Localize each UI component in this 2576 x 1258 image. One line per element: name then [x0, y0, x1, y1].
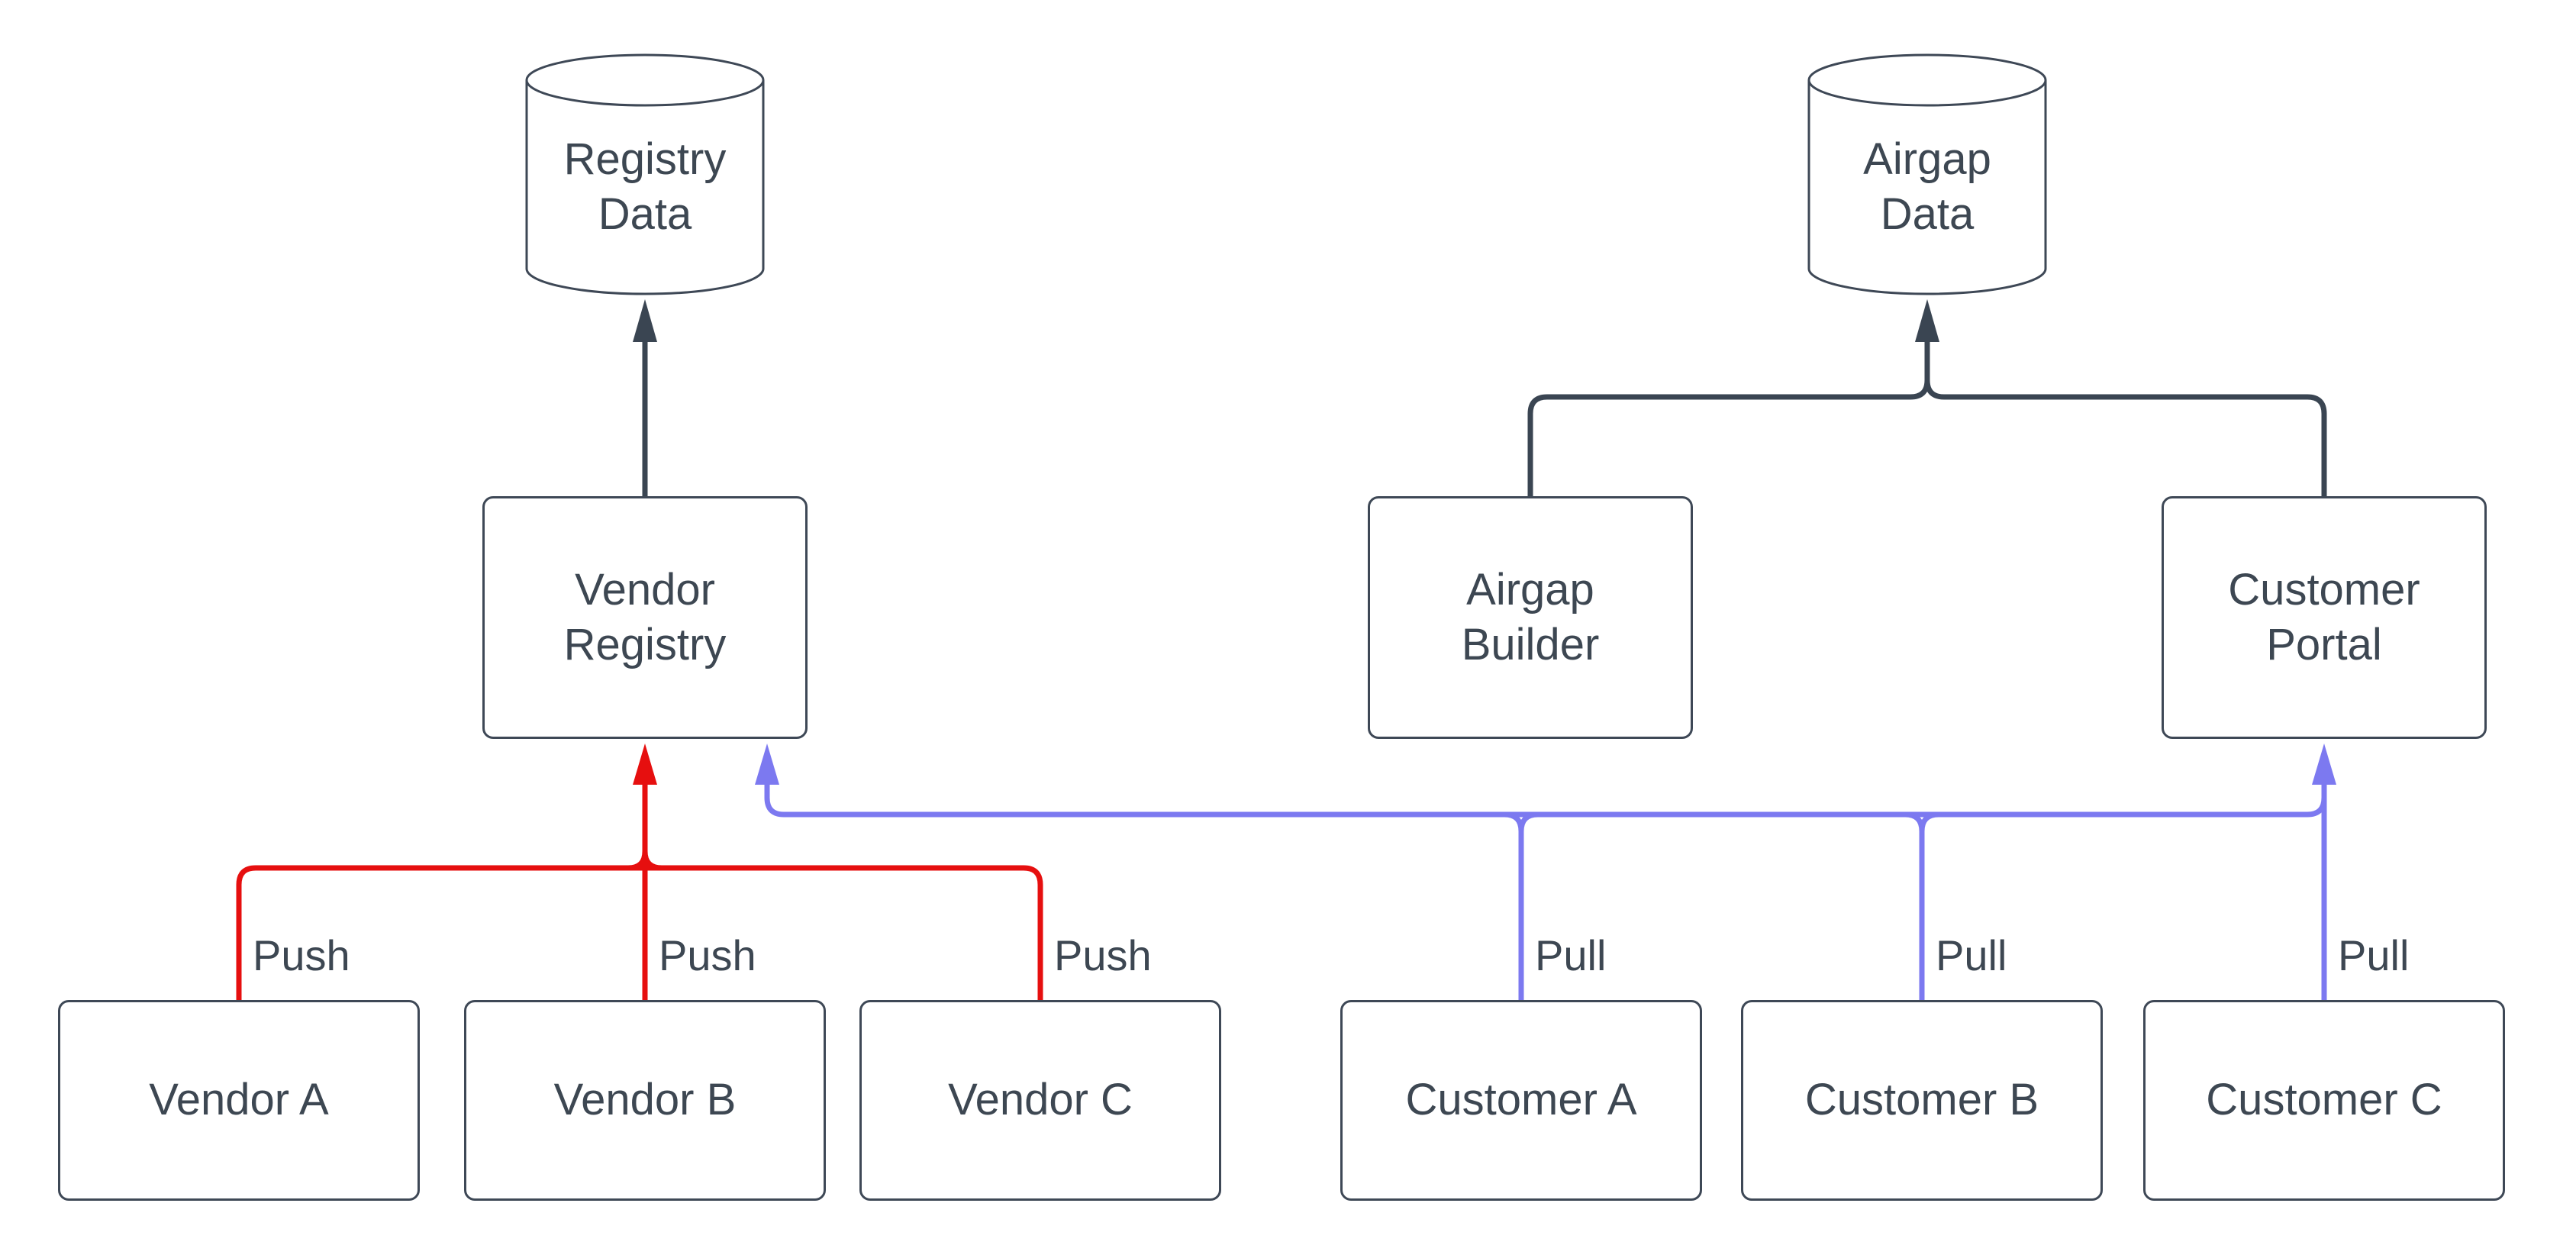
- vendor-c-node: Vendor C: [859, 1000, 1221, 1201]
- arrowhead-airgap-data: [1915, 299, 1939, 342]
- vendor-b-node: Vendor B: [464, 1000, 826, 1201]
- pull-connector-trunk: [764, 783, 2327, 818]
- pull-connector-customer-b: [1904, 811, 1939, 1000]
- customer-b-label: Customer B: [1804, 1075, 2039, 1125]
- customer-c-label: Customer C: [2206, 1075, 2442, 1125]
- vendor-registry-node: Vendor Registry: [482, 496, 808, 739]
- pull-label-customer-a: Pull: [1535, 931, 1607, 979]
- vendor-a-label: Vendor A: [149, 1075, 329, 1125]
- registry-data-cylinder: [525, 80, 765, 295]
- customer-a-label: Customer A: [1405, 1075, 1637, 1125]
- customer-portal-node: Customer Portal: [2162, 496, 2487, 739]
- arrowhead-registry-data: [633, 299, 657, 342]
- customer-c-node: Customer C: [2143, 1000, 2505, 1201]
- connector-customer-portal-to-airgap-data: [1924, 379, 2327, 496]
- pull-label-customer-b: Pull: [1936, 931, 2007, 979]
- registry-data-label: Registry Data: [563, 134, 727, 240]
- push-connector-vendor-a: [236, 865, 645, 1000]
- customer-portal-label: Customer Portal: [2228, 564, 2420, 670]
- arrowhead-pull-vendor-registry: [755, 744, 779, 785]
- pull-label-customer-c: Pull: [2338, 931, 2410, 979]
- arrowhead-push-vendor-registry: [633, 744, 657, 785]
- registry-data-cylinder-top: [525, 53, 765, 107]
- airgap-data-cylinder: [1807, 80, 2047, 295]
- airgap-builder-node: Airgap Builder: [1368, 496, 1693, 739]
- pull-connector-customer-a: [1504, 811, 1539, 1000]
- airgap-builder-label: Airgap Builder: [1461, 564, 1600, 670]
- customer-a-node: Customer A: [1340, 1000, 1702, 1201]
- customer-b-node: Customer B: [1741, 1000, 2103, 1201]
- vendor-c-label: Vendor C: [948, 1075, 1133, 1125]
- arrowhead-pull-customer-portal: [2312, 744, 2336, 785]
- vendor-b-label: Vendor B: [553, 1075, 737, 1125]
- push-label-vendor-a: Push: [253, 931, 350, 979]
- push-label-vendor-b: Push: [659, 931, 756, 979]
- connector-airgap-builder-to-airgap-data: [1527, 340, 1930, 496]
- airgap-data-label: Airgap Data: [1863, 134, 1991, 240]
- vendor-registry-label: Vendor Registry: [563, 564, 727, 670]
- airgap-data-cylinder-top: [1807, 53, 2047, 107]
- push-connector-vendor-c: [645, 865, 1043, 1000]
- vendor-a-node: Vendor A: [58, 1000, 420, 1201]
- push-label-vendor-c: Push: [1054, 931, 1152, 979]
